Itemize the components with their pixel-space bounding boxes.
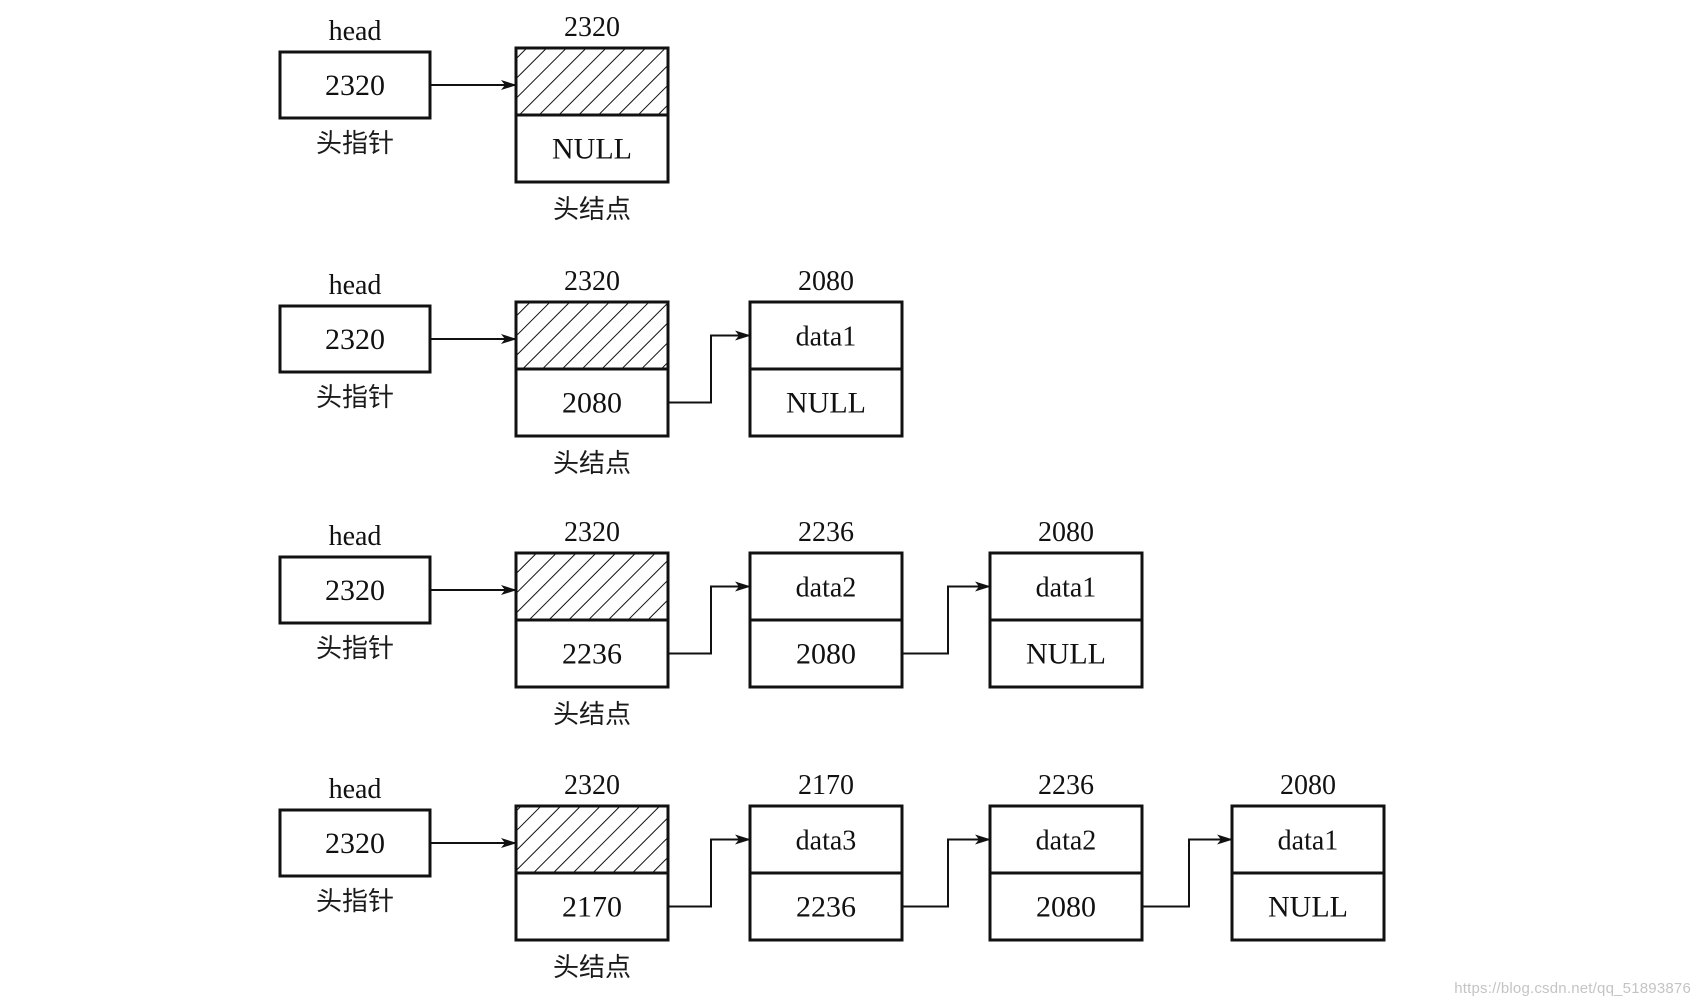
node-data-cell: [988, 804, 1144, 875]
next-pointer-arrow: [902, 581, 991, 655]
head-pointer-value: 2320: [325, 69, 385, 102]
watermark-url: https://blog.csdn.net/qq_51893876: [1454, 980, 1691, 997]
node-address: 2080: [1038, 517, 1094, 548]
node-next-cell: [988, 618, 1144, 689]
header-node-hatched-cell: [514, 300, 670, 371]
node-address: 2236: [798, 517, 854, 548]
head-label: head: [329, 774, 382, 805]
list-node: 2236 data2 2080: [988, 770, 1144, 942]
node-next-value: 2080: [1036, 891, 1096, 924]
node-next-value: NULL: [1026, 638, 1106, 671]
head-pointer-caption: 头指针: [316, 129, 394, 159]
list-node: 2170 data3 2236: [748, 770, 904, 942]
header-node-address: 2320: [564, 517, 620, 548]
header-node-caption: 头结点: [553, 953, 631, 983]
head-pointer-value: 2320: [325, 574, 385, 607]
head-pointer-box: [278, 304, 432, 374]
head-label: head: [329, 16, 382, 47]
head-pointer-value: 2320: [325, 323, 385, 356]
node-next-cell: [988, 871, 1144, 942]
header-node-next-value: NULL: [552, 133, 632, 166]
header-node-next-cell: [514, 871, 670, 942]
node-next-cell: [748, 618, 904, 689]
head-pointer-box: [278, 555, 432, 625]
head-pointer-value: 2320: [325, 827, 385, 860]
head-label: head: [329, 521, 382, 552]
next-pointer-arrow: [668, 581, 751, 655]
node-next-cell: [748, 367, 904, 438]
node-address: 2236: [1038, 770, 1094, 801]
node-address: 2080: [1280, 770, 1336, 801]
node-next-value: NULL: [1268, 891, 1348, 924]
node-data-value: data2: [1036, 826, 1097, 857]
node-next-value: 2236: [796, 891, 856, 924]
header-node-next-value: 2080: [562, 387, 622, 420]
head-pointer-caption: 头指针: [316, 383, 394, 413]
head-pointer-caption: 头指针: [316, 887, 394, 917]
node-address: 2080: [798, 266, 854, 297]
node-data-value: data2: [796, 573, 857, 604]
next-pointer-arrow: [902, 834, 991, 908]
head-pointer-box: [278, 808, 432, 878]
header-node-next-cell: [514, 618, 670, 689]
next-pointer-arrow: [668, 330, 751, 404]
node-data-value: data1: [1036, 573, 1097, 604]
linked-list-row-4: head 2320 头指针 2320 2170 头结点 2170 data3 2236 2236 d…: [278, 770, 1386, 983]
header-node-address: 2320: [564, 12, 620, 43]
node-data-cell: [748, 804, 904, 875]
node-data-cell: [748, 300, 904, 371]
header-node-hatched-cell: [514, 46, 670, 117]
header-node-address: 2320: [564, 266, 620, 297]
header-node-hatched-cell: [514, 804, 670, 875]
next-pointer-arrow: [1142, 834, 1233, 908]
next-pointer-arrow: [668, 834, 751, 908]
node-data-value: data1: [796, 322, 857, 353]
node-next-value: NULL: [786, 387, 866, 420]
head-pointer-caption: 头指针: [316, 634, 394, 664]
head-pointer-box: [278, 50, 432, 120]
header-node-address: 2320: [564, 770, 620, 801]
node-address: 2170: [798, 770, 854, 801]
node-data-cell: [1230, 804, 1386, 875]
node-data-value: data1: [1278, 826, 1339, 857]
header-node-next-cell: [514, 113, 670, 184]
header-node-hatched-cell: [514, 551, 670, 622]
linked-list-row-3: head 2320 头指针 2320 2236 头结点 2236 data2 2080 2080 d…: [278, 517, 1144, 730]
header-node-caption: 头结点: [553, 195, 631, 225]
list-node: 2236 data2 2080: [748, 517, 904, 689]
head-label: head: [329, 270, 382, 301]
node-data-value: data3: [796, 826, 857, 857]
header-node-caption: 头结点: [553, 700, 631, 730]
node-next-value: 2080: [796, 638, 856, 671]
header-node-caption: 头结点: [553, 449, 631, 479]
node-next-cell: [1230, 871, 1386, 942]
header-node-next-value: 2236: [562, 638, 622, 671]
header-node-next-value: 2170: [562, 891, 622, 924]
